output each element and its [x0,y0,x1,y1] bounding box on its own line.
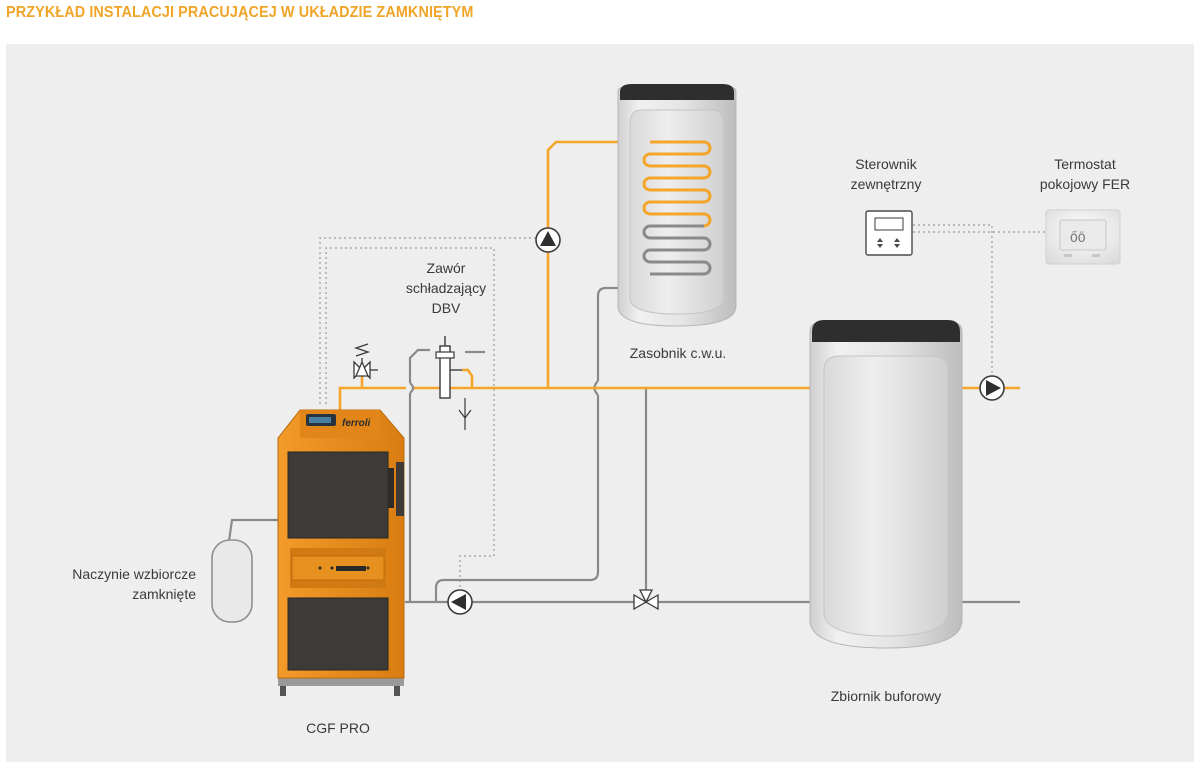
signal-lines [319,224,1046,590]
thermostat-label-line2: pokojowy FER [1039,176,1131,192]
thermostat-label: Termostat pokojowy FER [1030,154,1140,194]
expansion-label-line2: zamknięte [132,586,196,602]
buffer-tank-label: Zbiornik buforowy [830,688,942,704]
controller-label-line2: zewnętrzny [850,176,922,192]
thermostat-label-line1: Termostat [1054,156,1116,172]
thermostat-icon: ŐÖ [1045,209,1121,265]
page-title: PRZYKŁAD INSTALACJI PRACUJĄCEJ W UKŁADZI… [6,4,474,21]
expansion-label-line1: Naczynie wzbiorcze [72,566,196,582]
valve-label-line2: schładzający [405,280,487,296]
brand-logo: ferroli [342,418,371,429]
safety-valve-icon [353,343,378,380]
dhw-tank [617,84,737,327]
pump-icon [447,589,473,615]
diagram-panel [6,44,1194,762]
three-way-valve-icon [633,589,659,611]
controller-label: Sterownik zewnętrzny [836,154,936,194]
valve-label-line3: DBV [431,300,461,316]
pump-icon [979,375,1005,401]
svg-text:ŐÖ: ŐÖ [1070,231,1086,246]
cooling-valve-dbv [435,336,472,430]
valve-label-line1: Zawór [426,260,466,276]
pump-icon [535,227,561,253]
boiler-label: CGF PRO [306,720,370,736]
heating-coil [642,140,712,228]
boiler: ferroli [277,409,405,696]
controller-icon [865,210,913,256]
expansion-vessel [211,539,253,623]
buffer-tank [809,320,963,649]
expansion-vessel-label: Naczynie wzbiorcze zamknięte [40,564,196,604]
valve-label: Zawór schładzający DBV [396,258,496,318]
controller-label-line1: Sterownik [855,156,917,172]
dhw-tank-label: Zasobnik c.w.u. [629,345,727,361]
hot-pipes [338,140,1020,410]
